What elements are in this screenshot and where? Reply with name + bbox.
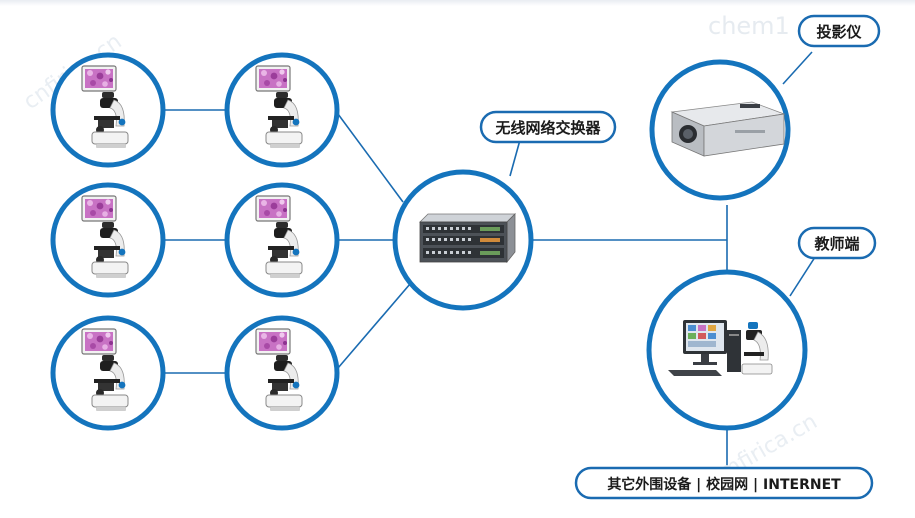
teacher-node [646,269,808,431]
link-row3-switch [337,283,411,369]
label-switch: 无线网络交换器 [479,110,617,144]
callout-teacher [789,253,818,297]
projector-icon [670,101,786,157]
label-switch-text: 无线网络交换器 [494,119,601,137]
microscope-node-1 [50,52,166,168]
microscope-node-2 [224,52,340,168]
top-gradient-bar [0,0,915,6]
microscope-node-4 [224,182,340,298]
projector-node [649,59,791,201]
callout-switch [509,139,521,177]
microscope-node-5 [50,315,166,431]
label-external: 其它外围设备 | 校园网 | INTERNET [574,466,874,500]
label-projector: 投影仪 [797,14,881,48]
callout-projector [782,51,813,85]
label-teacher: 教师端 [797,226,877,260]
label-teacher-text: 教师端 [813,235,859,253]
label-external-text: 其它外围设备 | 校园网 | INTERNET [607,476,841,493]
link-row1-switch [337,113,404,203]
microscope-node-3 [50,182,166,298]
watermark-top-right: chem1 [708,12,790,40]
teacher-workstation-icon [668,320,773,376]
switch-node [392,169,534,311]
network-switch-icon [419,213,516,264]
microscope-node-6 [224,315,340,431]
label-projector-text: 投影仪 [816,23,862,41]
connection-lines [164,51,818,470]
